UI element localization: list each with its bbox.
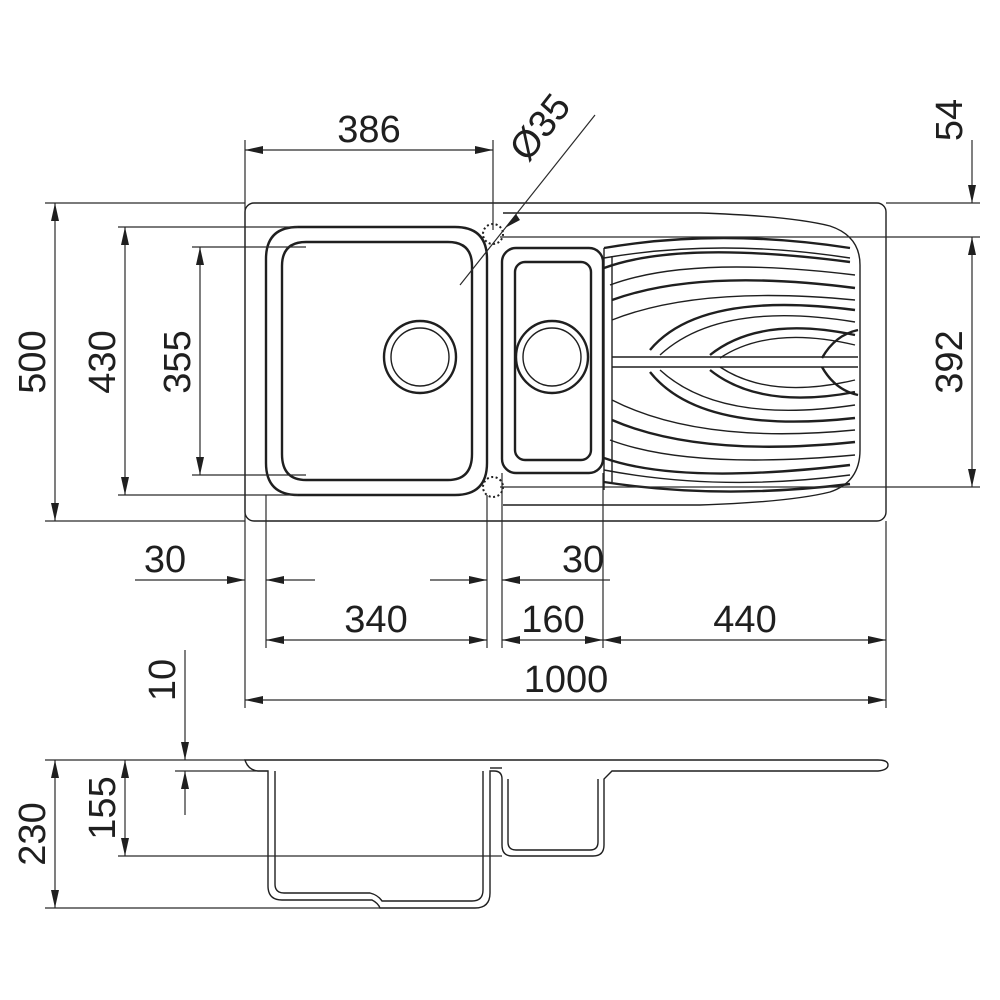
dim-label-30-left: 30 [144,539,186,581]
section-outline [244,759,889,909]
main-bowl-basin [280,240,474,482]
section-inner-small-bowl [507,779,599,851]
dim-label-1000: 1000 [524,659,609,701]
dim-label-10: 10 [142,659,184,701]
section-dimensions [45,650,502,909]
dim-label-440: 440 [713,599,776,641]
dim-label-54: 54 [929,99,971,141]
main-bowl-rim [264,225,489,497]
main-bowl-drain-inner [390,327,450,387]
drainer-ridges [603,236,859,493]
plan-dimensions [45,114,980,708]
dim-label-diameter: Ø35 [502,86,579,168]
dim-label-430: 430 [82,330,124,393]
dim-label-392: 392 [929,330,971,393]
small-bowl-rim [500,246,605,475]
dim-label-30-gap: 30 [562,539,604,581]
section-view [244,759,889,909]
dim-label-340: 340 [344,599,407,641]
small-bowl-drain-inner [522,327,582,387]
main-bowl-drain [382,319,458,395]
small-bowl-basin [513,260,593,462]
section-inner-bowl [274,771,484,902]
drainer-outline [503,212,861,506]
dim-label-386: 386 [337,109,400,151]
plan-view [244,202,887,522]
dim-label-500: 500 [12,330,54,393]
dim-label-355: 355 [157,330,199,393]
dim-label-230: 230 [12,802,54,865]
small-bowl-drain [514,319,590,395]
dim-label-160: 160 [521,599,584,641]
dim-label-155: 155 [82,776,124,839]
